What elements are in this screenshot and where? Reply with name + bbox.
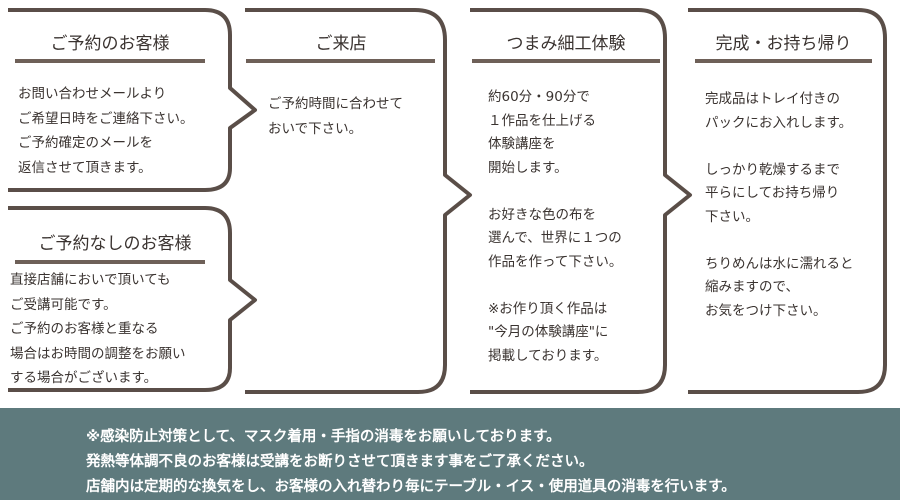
flow-frames [8,8,887,394]
notice-line: 発熱等体調不良のお客様は受講をお断りさせて頂きます事をご了承ください。 [86,454,594,470]
step-body-reserved: お問い合わせメールより ご希望日時をご連絡下さい。 ご予約確定のメールを 返信さ… [18,86,194,176]
step-body-visit: ご予約時間に合わせて おいで下さい。 [268,96,403,137]
step-title-reserved: ご予約のお客様 [50,34,170,54]
step-body-complete: 完成品はトレイ付きの パックにお入れします。 しっかり乾燥するまで 平らにしてお… [705,91,854,319]
step-title-walkin: ご予約なしのお客様 [38,234,192,254]
notice-line: 店舗内は定期的な換気をし、お客様の入れ替わり毎にテーブル・イス・使用道具の消毒を… [86,479,736,495]
step-title-visit: ご来店 [315,34,367,54]
step-title-experience: つまみ細工体験 [506,34,626,54]
notice-line: ※感染防止対策として、マスク着用・手指の消毒をお願いしております。 [86,429,561,445]
frame-complete [688,8,887,394]
step-body-walkin: 直接店舗においで頂いても ご受講可能です。 ご予約のお客様と重なる 場合はお時間… [10,272,186,386]
notice-banner: ※感染防止対策として、マスク着用・手指の消毒をお願いしております。 発熱等体調不… [0,408,900,500]
step-title-complete: 完成・お持ち帰り [715,34,852,54]
frame-experience [470,8,692,394]
frame-visit [245,8,472,394]
frame-reserved [8,8,257,192]
step-body-experience: 約60分・90分で １作品を仕上げる 体験講座を 開始します。 お好きな色の布を… [488,89,623,364]
frame-walkin [8,206,257,392]
